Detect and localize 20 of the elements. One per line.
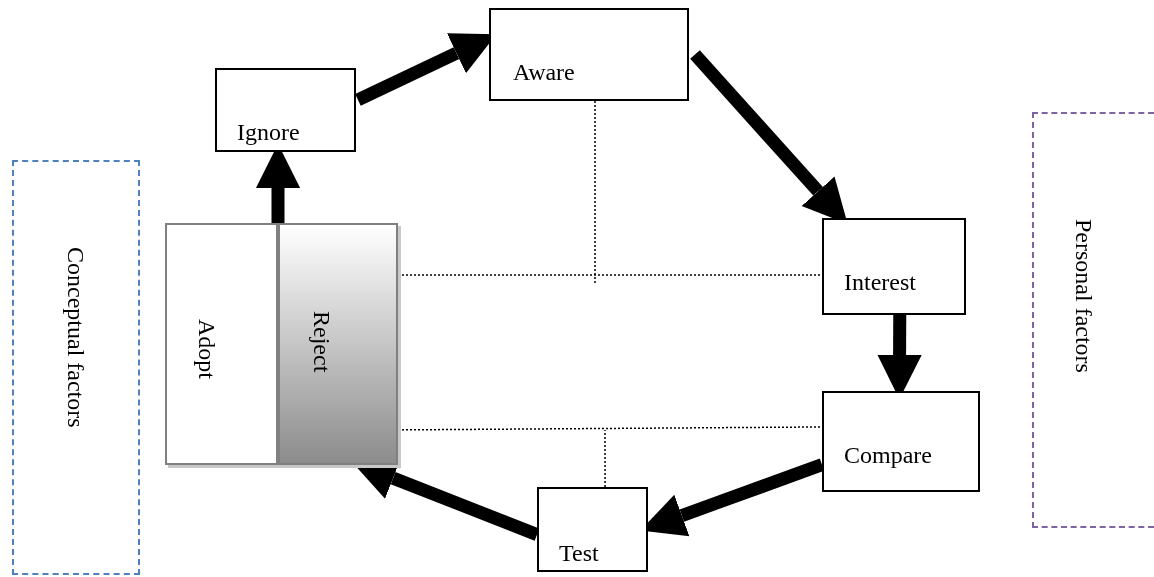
node-label: Interest — [844, 270, 916, 294]
factor-panel — [1032, 112, 1154, 528]
dotted-line — [604, 429, 606, 488]
outcome-panel — [165, 223, 278, 465]
process-box — [489, 8, 689, 101]
rotated-label: Adopt — [195, 319, 219, 379]
process-box — [822, 218, 966, 315]
rotated-label: Conceptual factors — [64, 247, 88, 428]
process-box — [537, 487, 648, 572]
rotated-label: Reject — [310, 311, 334, 373]
node-label: Test — [559, 541, 599, 565]
factor-panel — [12, 160, 140, 575]
process-box — [215, 68, 356, 152]
node-label: Compare — [844, 443, 932, 467]
rotated-label: Personal factors — [1072, 219, 1096, 373]
outcome-panel — [278, 223, 398, 465]
node-label: Ignore — [237, 120, 300, 144]
node-label: Aware — [513, 60, 575, 84]
dotted-line — [594, 100, 596, 286]
process-box — [822, 391, 980, 492]
